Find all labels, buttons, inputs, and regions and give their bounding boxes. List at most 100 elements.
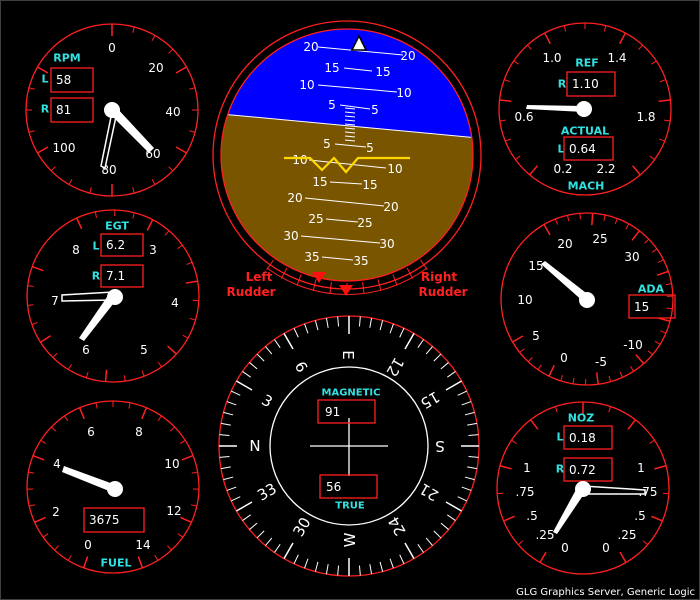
fuel-gauge: 2 4 6 8 10 12 0 14 3675 FUEL: [26, 400, 200, 574]
rpm-left-tag: L: [41, 73, 48, 86]
ada-title: ADA: [638, 283, 665, 296]
mach-title: MACH: [568, 180, 605, 193]
noz-left-value: 0.18: [569, 431, 596, 445]
compass-tick: [337, 316, 340, 327]
tick-mark: [595, 372, 599, 385]
compass-tick: [325, 564, 329, 575]
tick-mark: [123, 375, 126, 382]
tick-mark: [625, 223, 630, 230]
tick-mark: [50, 166, 56, 172]
noz-tick-label: .5: [634, 509, 645, 523]
fuel-tick-marks: [27, 401, 199, 569]
egt-tick-label: 8: [72, 243, 80, 257]
pitch-line: [334, 143, 367, 148]
tick-mark: [658, 99, 671, 103]
tick-mark: [34, 516, 46, 524]
compass-tick: [265, 346, 273, 355]
noz-tick-marks: [497, 402, 669, 563]
tick-mark: [603, 25, 607, 32]
tick-mark: [177, 244, 183, 250]
compass-tick: [447, 514, 456, 521]
noz-gauge: NOZ L 0.18 R 0.72 1 1 .75 .75 .5 .5 .25 …: [496, 401, 670, 575]
tick-mark: [177, 533, 184, 538]
tick-mark: [157, 361, 162, 368]
ada-tick-label: 25: [592, 232, 607, 246]
footer-credit: GLG Graphics Server, Generic Logic: [516, 587, 695, 598]
rpm-tick-label: 100: [53, 141, 76, 155]
fuel-title: FUEL: [101, 557, 132, 570]
mach-tick-label: 0.2: [553, 162, 572, 176]
ada-needle: [541, 261, 590, 303]
noz-tick-label: 1: [523, 461, 531, 475]
tick-mark: [499, 465, 512, 470]
pitch-label: 20: [287, 191, 302, 205]
compass-tick: [404, 333, 415, 350]
egt-tick-label: 5: [140, 343, 148, 357]
compass-tick: [230, 496, 241, 502]
compass-tick: [219, 455, 230, 458]
ada-tick-label: -10: [623, 338, 643, 352]
compass-tick: [337, 565, 340, 576]
rpm-left-readout: [50, 67, 94, 93]
mach-needle: [526, 105, 584, 112]
tick-mark: [503, 515, 515, 522]
egt-left-readout: [100, 233, 144, 257]
ada-tick-label: 20: [557, 237, 572, 251]
compass-tick: [417, 339, 424, 348]
tick-mark: [64, 415, 69, 422]
pitch-label: 20: [383, 200, 398, 214]
compass-tick: [325, 317, 329, 328]
tick-mark: [37, 146, 49, 154]
tick-mark: [175, 146, 187, 154]
tick-mark: [29, 504, 36, 507]
pitch-line: [343, 67, 373, 72]
attitude-inner-bezel: [220, 28, 474, 282]
tick-mark: [543, 224, 551, 236]
fuel-readout: [83, 507, 145, 533]
tick-mark: [185, 280, 198, 284]
pitch-label: 20: [303, 40, 318, 54]
compass-label-n: N: [249, 437, 260, 455]
rpm-tick-label: 20: [148, 61, 163, 75]
compass-tick: [440, 522, 449, 530]
compass-tick: [447, 371, 456, 378]
mach-hub: [576, 101, 592, 117]
compass-tick: [236, 501, 253, 512]
true-value: 56: [326, 480, 341, 494]
egt-left-value: 6.2: [106, 238, 125, 252]
tick-mark: [656, 270, 669, 276]
left-rudder-label: Left: [246, 270, 273, 284]
pitch-line: [317, 84, 398, 93]
rpm-right-readout: [50, 97, 94, 123]
tick-mark: [189, 87, 196, 90]
egt-hub: [107, 289, 123, 305]
tick-mark: [631, 230, 640, 241]
compass-tick: [404, 542, 415, 559]
pitch-label: 10: [299, 78, 314, 92]
tick-mark: [168, 166, 174, 172]
tick-mark: [31, 322, 38, 326]
pitch-label: 5: [328, 98, 336, 112]
pitch-label: 15: [324, 61, 339, 75]
compass-tick: [417, 544, 424, 553]
rudder-tick: [362, 281, 365, 295]
tick-mark: [554, 218, 559, 225]
pitch-label: 5: [366, 141, 374, 155]
compass-tick: [236, 380, 253, 391]
compass-tick: [425, 537, 433, 546]
tick-mark: [619, 551, 627, 563]
tick-mark: [529, 165, 539, 176]
tick-mark: [186, 261, 193, 266]
compass-tick: [461, 486, 472, 491]
compass-label-s: S: [435, 437, 445, 455]
pitch-line: [325, 218, 359, 223]
attitude-indicator: 20 20 15 15 10 10 5 5 5 5 10 10 15 15 20…: [212, 20, 482, 299]
tick-mark: [157, 415, 162, 422]
rudder-pointer-left-icon: [312, 272, 326, 283]
compass-tick: [283, 333, 294, 350]
horizon-line: [221, 111, 473, 141]
pitch-line: [329, 181, 363, 185]
tick-mark: [664, 119, 671, 122]
compass-tick: [249, 522, 258, 530]
